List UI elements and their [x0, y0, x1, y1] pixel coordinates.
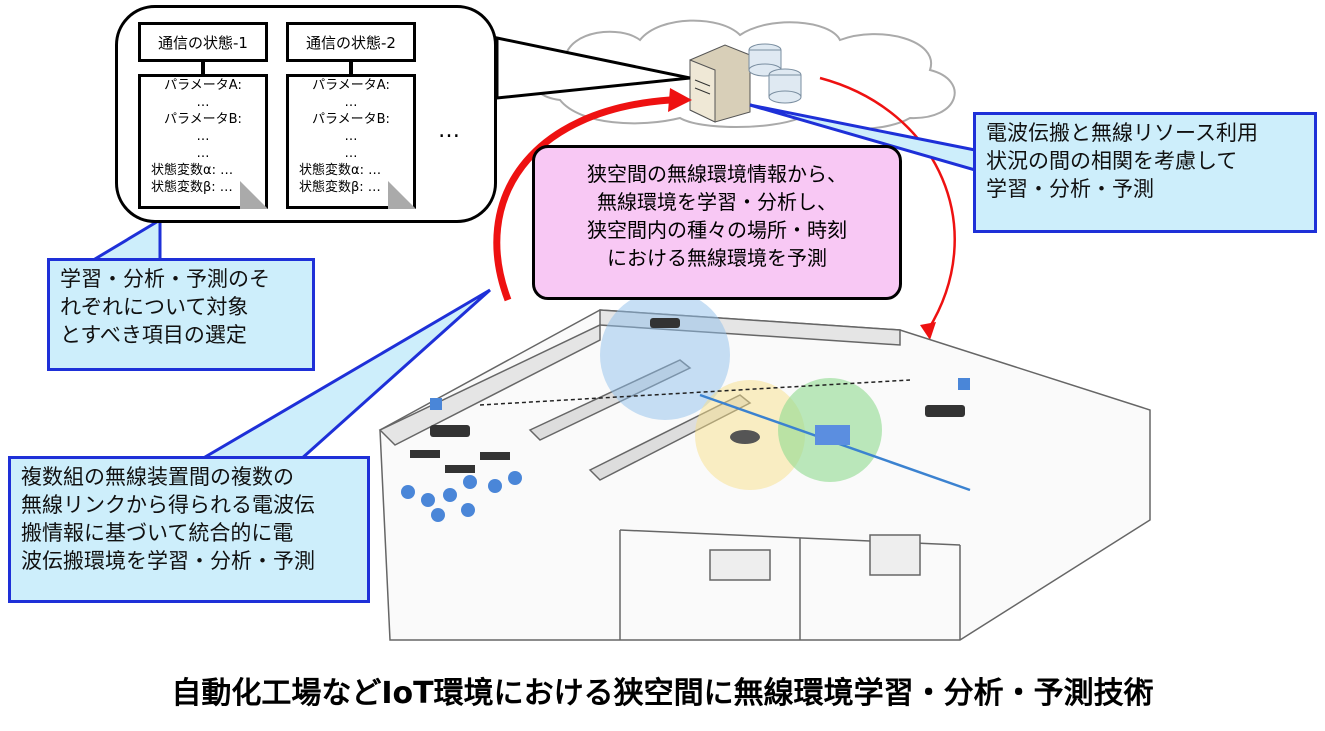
robot-icon [815, 425, 850, 445]
bubble-tail [495, 36, 691, 100]
robot-cleaner-icon [730, 430, 760, 444]
sensor-nodes [401, 471, 522, 522]
state-document: パラメータA: … パラメータB: … … 状態変数α: … 状態変数β: … [138, 74, 268, 209]
ellipsis: … [344, 146, 358, 161]
text-line: 無線環境を学習・分析し、 [597, 190, 837, 214]
text-line: 無線リンクから得られる電波伝 [21, 493, 315, 517]
text-line: 電波伝搬と無線リソース利用 [986, 121, 1258, 145]
correlation-callout: 電波伝搬と無線リソース利用 状況の間の相関を考慮して 学習・分析・予測 [973, 112, 1317, 233]
page-fold-icon [240, 181, 268, 209]
text-line: 波伝搬環境を学習・分析・予測 [21, 549, 315, 573]
multi-link-callout: 複数組の無線装置間の複数の 無線リンクから得られる電波伝 搬情報に基づいて統合的… [8, 456, 370, 603]
state-var-alpha: 状態変数α: … [299, 163, 382, 178]
state-document: パラメータA: … パラメータB: … … 状態変数α: … 状態変数β: … [286, 74, 416, 209]
text-line: とすべき項目の選定 [60, 323, 247, 347]
text-line: 状況の間の相関を考慮して [986, 149, 1238, 173]
callout-left1-tail [84, 217, 162, 264]
red-arrow-down [819, 76, 956, 331]
text-line: における無線環境を予測 [607, 246, 827, 270]
text-line: 狭空間の無線環境情報から、 [587, 162, 847, 186]
target-selection-callout: 学習・分析・予測のそ れぞれについて対象 とすべき項目の選定 [47, 258, 315, 371]
communication-state-bubble: 通信の状態-1 パラメータA: … パラメータB: … … 状態変数α: … 状… [115, 5, 497, 223]
text-line: 狭空間内の種々の場所・時刻 [587, 218, 847, 242]
param-a: パラメータA: [164, 78, 242, 93]
ellipsis: … [344, 95, 358, 110]
database-icon [748, 43, 802, 104]
state-var-alpha: 状態変数α: … [151, 163, 234, 178]
state-var-beta: 状態変数β: … [151, 180, 233, 195]
state-title: 通信の状態-1 [138, 22, 268, 62]
state-var-beta: 状態変数β: … [299, 180, 381, 195]
param-b: パラメータB: [164, 112, 242, 127]
access-points [410, 318, 970, 473]
page-fold-icon [388, 181, 416, 209]
ellipsis: … [344, 129, 358, 144]
more-states: … [438, 118, 460, 143]
diagram-caption: 自動化工場などIoT環境における狭空間に無線環境学習・分析・予測技術 [171, 676, 1154, 711]
text-line: 搬情報に基づいて統合的に電 [21, 521, 294, 545]
red-arrow-up [493, 96, 671, 302]
ellipsis: … [196, 129, 210, 144]
text-line: 複数組の無線装置間の複数の [21, 465, 294, 489]
text-line: れぞれについて対象 [60, 295, 249, 319]
state-card-1: 通信の状態-1 パラメータA: … パラメータB: … … 状態変数α: … 状… [138, 22, 268, 209]
text-line: 学習・分析・予測 [986, 177, 1154, 201]
state-card-2: 通信の状態-2 パラメータA: … パラメータB: … … 状態変数α: … 状… [286, 22, 416, 209]
server-icon [689, 44, 751, 123]
param-b: パラメータB: [312, 112, 390, 127]
coverage-blue [600, 290, 730, 420]
ellipsis: … [196, 95, 210, 110]
link-dashed [479, 379, 911, 406]
learning-analysis-box: 狭空間の無線環境情報から、 無線環境を学習・分析し、 狭空間内の種々の場所・時刻… [532, 145, 902, 300]
text-line: 学習・分析・予測のそ [60, 267, 270, 291]
state-title: 通信の状態-2 [286, 22, 416, 62]
param-a: パラメータA: [312, 78, 390, 93]
ellipsis: … [196, 146, 210, 161]
